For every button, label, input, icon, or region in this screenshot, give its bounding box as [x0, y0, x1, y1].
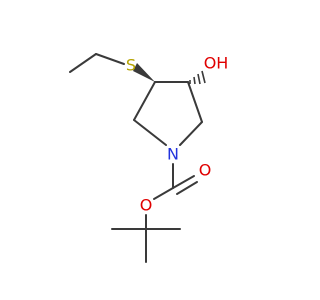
bond-carbonyl-double-b	[176, 181, 198, 195]
bond-carbonyl-double-a	[172, 175, 195, 189]
atom-ester-oxygen-label: O	[140, 196, 153, 215]
atom-hydroxyl-label: OH	[204, 54, 229, 73]
bond-ring-c3-c2	[133, 81, 156, 121]
bond-ring-c2-n	[133, 119, 167, 146]
bond-ethyl-c1-c2	[69, 53, 97, 73]
bond-carbonyl-ester-o	[153, 187, 174, 200]
atom-sulfur-label: S	[126, 56, 136, 75]
bond-hash-c4-oh	[189, 70, 206, 85]
molecule-structure: S OH N O O	[69, 53, 229, 263]
atom-nitrogen-label: N	[167, 145, 179, 164]
bond-ring-c4-c5	[187, 81, 203, 123]
bond-ethyl-c2-s	[95, 53, 125, 65]
bond-wedge-c3-s	[133, 63, 155, 82]
bond-ring-c5-n	[179, 121, 203, 146]
atom-carbonyl-oxygen-label: O	[199, 161, 212, 180]
